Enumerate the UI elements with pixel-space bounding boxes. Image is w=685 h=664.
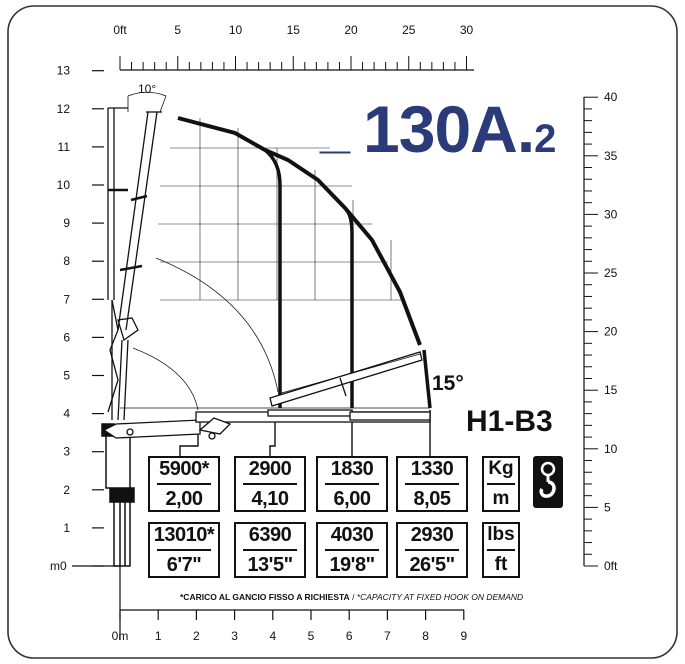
bottom-tick-label: 5 — [308, 629, 315, 643]
left-tick-label: 2 — [63, 483, 70, 497]
bottom-tick-label: 9 — [460, 629, 467, 643]
left-tick-label: 11 — [58, 140, 71, 154]
top-tick-label: 0ft — [113, 23, 127, 37]
bottom-tick-label: 4 — [269, 629, 276, 643]
configuration-label: H1-B3 — [466, 405, 553, 438]
top-tick-label: 5 — [174, 23, 181, 37]
right-tick-label: 25 — [604, 266, 618, 280]
footnote-sep: / — [349, 592, 357, 602]
reach-value: 6,00 — [333, 488, 371, 510]
load-value: 1830 — [330, 458, 374, 480]
model-title: _ 130A. 2 — [320, 90, 556, 166]
unit-weight: lbs — [487, 524, 515, 545]
unit-length: ft — [494, 554, 508, 575]
reach-value: 4,10 — [251, 488, 289, 510]
load-value: 1330 — [410, 458, 454, 480]
load-value: 2900 — [248, 458, 292, 480]
right-tick-label: 5 — [604, 500, 611, 514]
load-value: 13010* — [153, 524, 215, 546]
bottom-tick-label: 0m — [112, 629, 129, 643]
right-tick-label: 0ft — [604, 559, 618, 573]
left-tick-label: 8 — [63, 254, 70, 268]
reach-value: 19'8" — [329, 554, 375, 576]
left-tick-label: 5 — [63, 369, 70, 383]
bottom-tick-label: 7 — [384, 629, 391, 643]
reach-value: 8,05 — [413, 488, 451, 510]
right-tick-label: 10 — [604, 442, 618, 456]
right-tick-label: 35 — [604, 149, 618, 163]
top-tick-label: 15 — [287, 23, 301, 37]
bottom-tick-label: 6 — [346, 629, 353, 643]
raised-boom — [117, 111, 162, 421]
load-value: 4030 — [330, 524, 374, 546]
load-envelope-curve — [177, 116, 422, 346]
boom-15deg — [269, 351, 423, 407]
top-tick-label: 10 — [229, 23, 243, 37]
jib-angle-arc — [127, 91, 167, 97]
envelope-drop-4m — [263, 148, 282, 408]
model-dash: _ — [320, 99, 350, 159]
reach-value: 26'5" — [409, 554, 455, 576]
load-cell-imperial-1: 13010* 6'7" — [148, 522, 220, 578]
load-cell-imperial-4: 2930 26'5" — [396, 522, 468, 578]
boom-angle-label: 15° — [432, 372, 464, 395]
left-tick-label: 9 — [63, 216, 70, 230]
right-tick-label: 40 — [604, 90, 618, 104]
left-tick-label: m0 — [50, 559, 67, 573]
top-tick-label: 30 — [460, 23, 474, 37]
envelope-drop-8m — [422, 349, 432, 409]
reach-value: 6'7" — [166, 554, 202, 576]
load-cell-metric-4: 1330 8,05 — [396, 456, 468, 512]
reach-arc-outer — [155, 257, 279, 393]
right-tick-label: 20 — [604, 325, 618, 339]
crane-hook-icon — [533, 456, 563, 508]
model-base: 130A. — [363, 92, 535, 166]
left-tick-label: 12 — [57, 102, 71, 116]
envelope-drop-6m — [343, 206, 354, 408]
load-cell-metric-3: 1830 6,00 — [316, 456, 388, 512]
load-cell-metric-1: 5900* 2,00 — [148, 456, 220, 512]
top-tick-label: 25 — [402, 23, 416, 37]
left-tick-label: 4 — [63, 407, 70, 421]
load-cell-imperial-3: 4030 19'8" — [316, 522, 388, 578]
bottom-tick-label: 2 — [193, 629, 200, 643]
right-axis: 0ft 5 10 15 20 25 30 35 40 — [584, 90, 618, 573]
left-tick-label: 6 — [63, 330, 70, 344]
reach-value: 13'5" — [247, 554, 293, 576]
unit-length: m — [492, 488, 510, 509]
left-tick-label: 1 — [63, 521, 70, 535]
top-axis: 0ft 5 10 15 20 25 30 — [113, 23, 473, 70]
model-sub: 2 — [534, 117, 556, 161]
bottom-tick-label: 8 — [422, 629, 429, 643]
load-cell-imperial-2: 6390 13'5" — [234, 522, 306, 578]
footnote-en: *CAPACITY AT FIXED HOOK ON DEMAND — [356, 592, 524, 602]
load-value: 6390 — [248, 524, 292, 546]
bottom-tick-label: 1 — [155, 629, 162, 643]
footnote: *CARICO AL GANCIO FISSO A RICHIESTA / *C… — [180, 592, 523, 602]
left-tick-label: 13 — [57, 64, 71, 78]
footnote-it: *CARICO AL GANCIO FISSO A RICHIESTA — [180, 592, 350, 602]
unit-cell-metric: Kg m — [482, 456, 520, 512]
load-value: 5900* — [159, 458, 209, 480]
left-tick-label: 3 — [63, 445, 70, 459]
bottom-axis: 0m 1 2 3 4 5 6 7 8 9 — [112, 610, 467, 643]
folded-boom — [107, 107, 128, 420]
bottom-tick-label: 3 — [231, 629, 238, 643]
top-tick-label: 20 — [344, 23, 358, 37]
reach-arc-inner — [132, 347, 199, 411]
jib-angle-label: 10° — [138, 82, 156, 96]
horizontal-boom — [102, 409, 431, 440]
reach-value: 2,00 — [165, 488, 203, 510]
unit-weight: Kg — [488, 458, 514, 479]
right-tick-label: 30 — [604, 207, 618, 221]
load-value: 2930 — [410, 524, 454, 546]
left-tick-label: 7 — [63, 292, 70, 306]
load-cell-metric-2: 2900 4,10 — [234, 456, 306, 512]
right-tick-label: 15 — [604, 383, 618, 397]
unit-cell-imperial: lbs ft — [482, 522, 520, 578]
left-tick-label: 10 — [57, 178, 71, 192]
